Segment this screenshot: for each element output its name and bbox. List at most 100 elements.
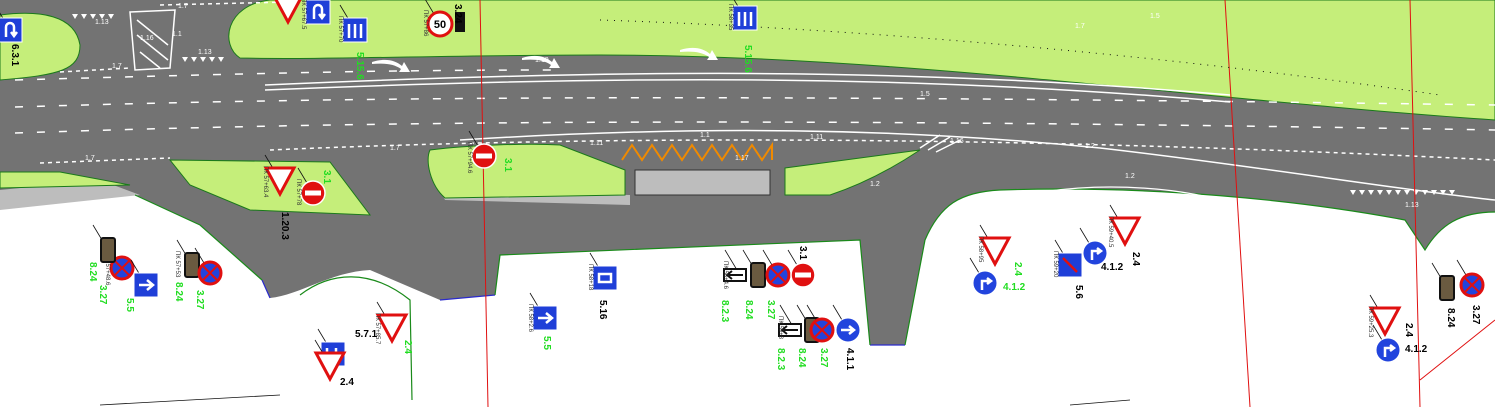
yield-tooth <box>1386 190 1392 195</box>
yield-tooth <box>99 14 105 19</box>
road-sign-dead-end[interactable]: ПК 59+205.6 <box>1052 239 1084 299</box>
picket-label: ПК 58+18 <box>587 264 593 291</box>
sign-code: 6.3.1 <box>9 44 20 67</box>
edge-solid <box>459 129 1495 201</box>
lane-solid <box>264 72 1231 96</box>
marking-label: 1.16 <box>950 138 964 145</box>
sign-glyph <box>312 3 326 21</box>
yield-sign-icon <box>978 236 1012 268</box>
yield-tooth <box>1368 190 1374 195</box>
curbs <box>134 186 1495 401</box>
sign-code: 4.1.1 <box>844 348 855 371</box>
marking-label: 1.11 <box>590 140 603 147</box>
give-way-teeth <box>72 14 1455 195</box>
road-sign-no-stopping[interactable]: ПК 57+48.63.27 <box>97 242 135 305</box>
picket-label: ПК 59+8 <box>777 316 783 340</box>
sign-code: 5.7.1 <box>355 329 378 340</box>
picket-label: ПК 58+95 <box>977 236 983 263</box>
no-stopping-cross <box>770 267 786 283</box>
road-sign-no-stopping[interactable]: 3.27 <box>194 247 223 310</box>
marking-label: 1.2 <box>1125 173 1135 180</box>
road-sign-no-stopping[interactable]: 3.27 <box>1456 259 1485 325</box>
tow-truck-plate-icon <box>184 252 200 278</box>
bus-stop-sign-icon <box>592 265 618 291</box>
road-sign-arrow-plate[interactable]: ПК 58+4.68.2.3 <box>719 249 747 323</box>
no-stopping-cross <box>202 265 218 281</box>
no-stopping-cross <box>814 322 830 338</box>
marking-label: 1.17 <box>735 155 749 162</box>
yield-tooth <box>1395 190 1401 195</box>
road-sign-plate[interactable]: 8.24 <box>87 224 116 282</box>
picket-label: ПК 57+70 <box>337 16 343 43</box>
u-turn-sign-icon <box>305 0 331 25</box>
road-sign-lanes[interactable]: ПК 58+355.15.6 <box>727 0 758 73</box>
road-sign-info-uturn[interactable]: ПК 57+67.5 <box>300 0 331 30</box>
road-sign-right-turn[interactable]: 4.1.2 <box>1372 324 1428 363</box>
picket-label: ПК 57+67.5 <box>300 0 306 30</box>
speed-limit-value: 50 <box>434 19 446 31</box>
yield-tooth <box>1404 190 1410 195</box>
road-sign-right-turn[interactable]: 4.1.2 <box>969 257 1026 296</box>
road-sign-plate[interactable]: 8.24 <box>1431 262 1456 328</box>
sign-code: 5.5 <box>124 298 135 312</box>
marking-label: 1.7 <box>1075 23 1085 30</box>
one-way-sign-icon <box>532 305 558 331</box>
road-sign-no-stopping[interactable]: 3.27 <box>806 304 835 368</box>
picket-label: ПК 59+20 <box>1052 251 1058 278</box>
picket-label: ПК 57+85.7 <box>374 313 380 345</box>
zigzag-marking <box>621 141 773 162</box>
road-sign-yield[interactable]: ПК 57+63.41.20.3 <box>262 154 297 240</box>
no-entry-bar <box>476 153 492 159</box>
road-sign-right-turn[interactable]: 4.1.2 <box>1079 227 1124 273</box>
sign-code: 3.1 <box>321 170 332 184</box>
road-sign-arrow-plate[interactable]: ПК 59+88.2.3 <box>775 304 802 371</box>
road-sign-one-way[interactable]: 5.5 <box>124 259 159 312</box>
yield-tooth <box>182 57 188 62</box>
sign-code: 3.27 <box>1470 305 1481 325</box>
yield-tooth <box>1377 190 1383 195</box>
sign-code: 4.1.2 <box>1101 262 1124 273</box>
yield-tooth <box>72 14 78 19</box>
road-sign-plate[interactable]: ПК 57+538.24 <box>173 239 200 302</box>
road-sign-plate[interactable]: 8.24 <box>742 249 766 320</box>
boundary-lines <box>479 0 1495 407</box>
edge-line <box>99 394 1131 406</box>
road-sign-yield[interactable] <box>273 0 302 26</box>
marking-labels: 1.131.161.11.131.71.71.71.191.51.71.71.1… <box>85 3 1419 209</box>
sign-code: 8.24 <box>796 348 807 368</box>
picket-label: ПК 57+94.6 <box>466 142 472 174</box>
picket-label: ПК 59+25.3 <box>1367 306 1373 338</box>
marking-label: 1.19 <box>535 57 549 64</box>
camera-plate-icon <box>455 12 465 32</box>
marking-label: 1.16 <box>140 35 154 42</box>
direction-arrows <box>372 47 718 72</box>
road-sign-info-uturn[interactable]: ПК 57+52.76.3.1 <box>0 5 23 67</box>
road-sign-lanes[interactable]: ПК 57+705.15.6 <box>337 4 368 80</box>
road-sign-no-stopping[interactable]: 3.27 <box>762 249 791 320</box>
arrow-glyph <box>1090 247 1104 260</box>
yield-sign-icon <box>263 166 297 198</box>
marking-label: 1.11 <box>810 134 823 141</box>
road-sign-no-entry[interactable]: 3.1 <box>787 246 816 288</box>
road-sign-yield[interactable]: 2.4 <box>313 339 354 388</box>
yield-sign-icon <box>313 351 347 383</box>
road-sign-yield[interactable]: ПК 58+952.4 <box>977 224 1023 276</box>
road-sign-yield[interactable]: ПК 57+85.72.4 <box>374 301 413 354</box>
chevron-marking <box>919 134 961 153</box>
road-sign-one-way[interactable]: ПК 58+2.65.5 <box>527 292 558 350</box>
road-sign-straight[interactable]: 4.1.1 <box>832 304 861 371</box>
road-sign-bus[interactable]: ПК 58+185.16 <box>587 252 618 320</box>
sign-glyph <box>737 12 753 26</box>
sign-code: 5.15.6 <box>742 45 753 73</box>
sign-code: 3.1 <box>797 246 808 260</box>
road-sign-no-entry[interactable]: ПК 57+783.1 <box>295 167 332 206</box>
sign-code: 3.27 <box>194 290 205 310</box>
road-sign-yield[interactable]: ПК 59+40.52.4 <box>1107 204 1142 266</box>
marking-label: 1.2 <box>870 181 880 188</box>
picket-label: ПК 58+4.6 <box>722 261 728 290</box>
yield-tooth <box>218 57 224 62</box>
